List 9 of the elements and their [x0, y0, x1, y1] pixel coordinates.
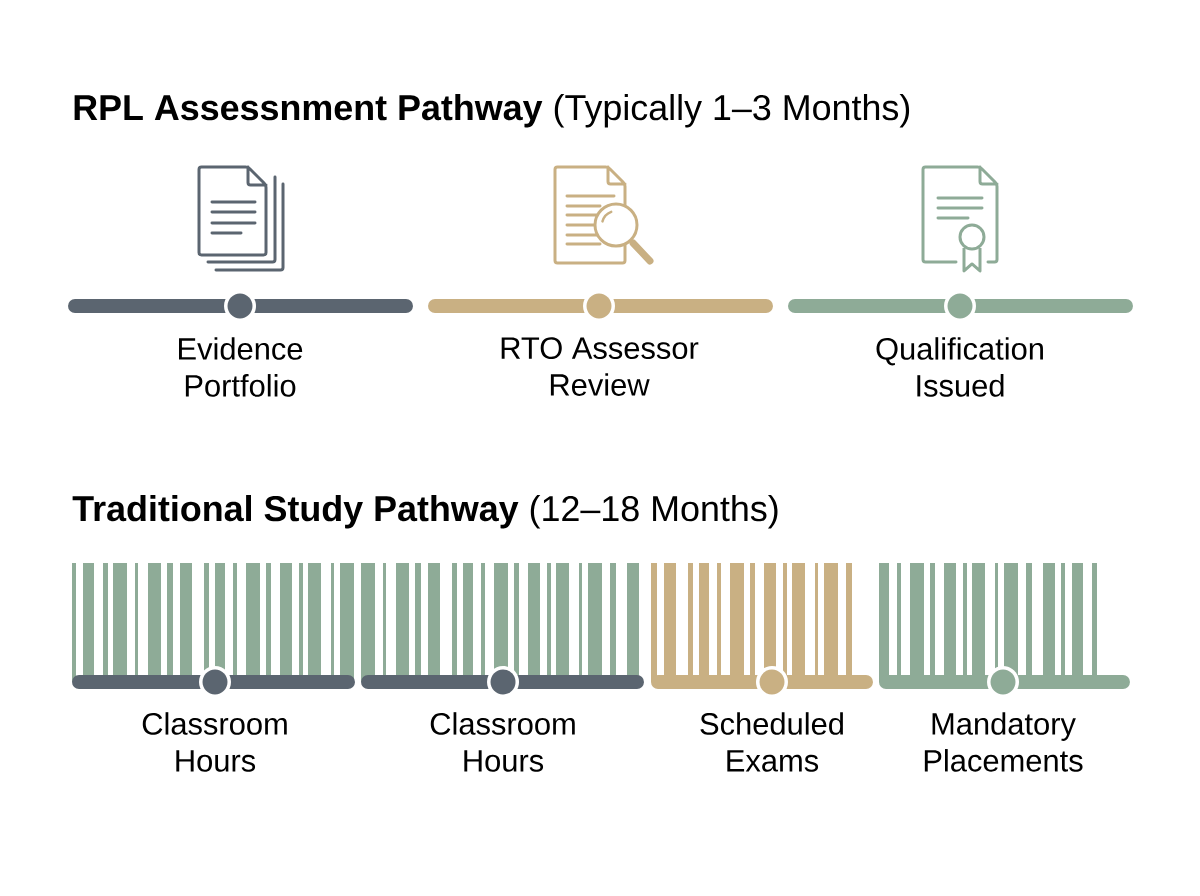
step-label: Classroom Hours	[142, 712, 287, 772]
section-heading: RPL Assessnment Pathway (Typically 1–3 Months)	[74, 94, 910, 128]
step-label: RTO Assessor Review	[501, 337, 699, 396]
step-label: Classroom Hours	[430, 712, 575, 772]
step-label: Scheduled Exams	[700, 712, 843, 772]
step-label: Mandatory Placements	[924, 712, 1083, 772]
step-label: Evidence Portfolio	[179, 337, 303, 397]
step-label: Qualification Issued	[876, 337, 1043, 397]
section-heading: Traditional Study Pathway (12–18 Months)	[72, 495, 778, 529]
